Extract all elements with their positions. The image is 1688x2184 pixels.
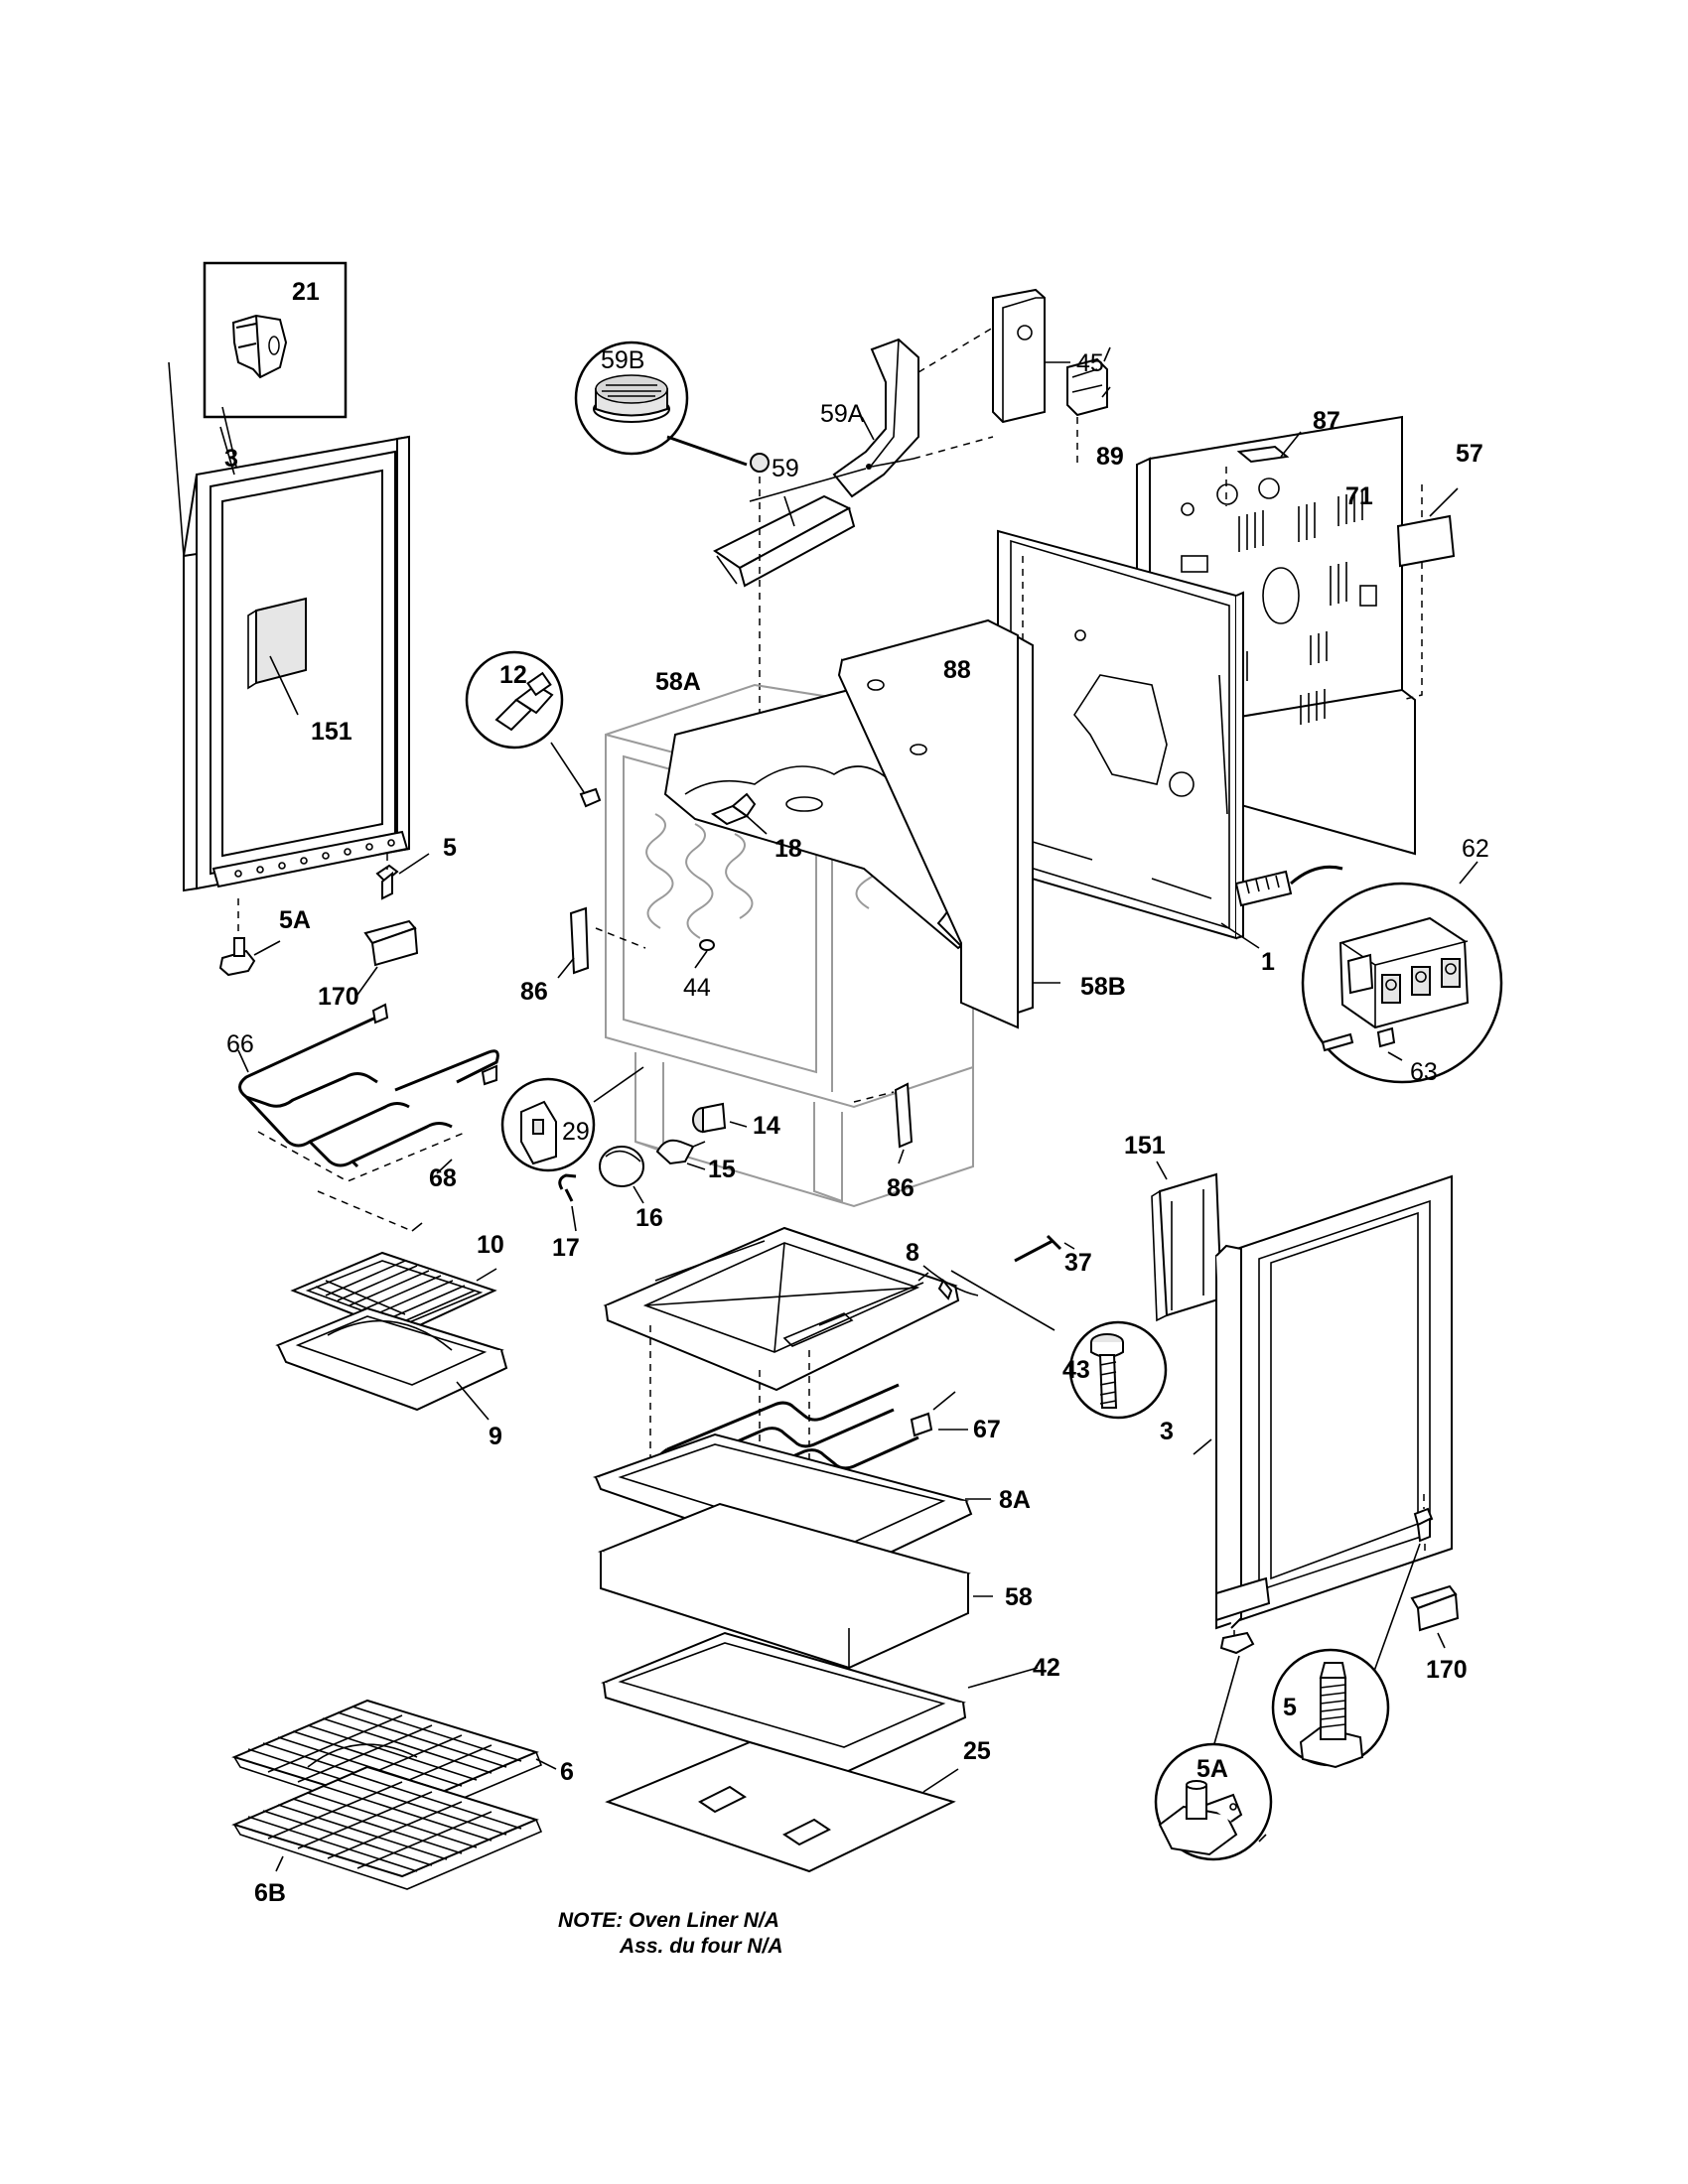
part-59-duct	[713, 494, 856, 588]
label-62: 62	[1462, 835, 1489, 863]
part-6B-oven-rack	[231, 1743, 543, 1890]
label-5A-left: 5A	[279, 906, 311, 934]
part-87-small-plate	[1236, 431, 1302, 464]
part-number-labels: 21 3 151 5 5A 170 12 58A 59B 59 59A 45 8…	[224, 278, 1489, 1907]
label-68: 68	[429, 1164, 457, 1192]
label-59A: 59A	[820, 400, 865, 428]
part-89-bracket	[1066, 346, 1111, 467]
part-1-inner-back-panel	[997, 529, 1260, 949]
part-86-right-bracket	[853, 1082, 914, 1164]
label-45: 45	[1076, 349, 1104, 377]
part-58-bottom-insulation	[598, 1502, 993, 1670]
note-line-2: Ass. du four N/A	[619, 1935, 783, 1958]
label-151-right: 151	[1124, 1132, 1166, 1160]
label-3-left: 3	[224, 445, 238, 473]
part-9-broil-pan	[275, 1306, 508, 1421]
label-29: 29	[562, 1118, 590, 1146]
note-block: NOTE: Oven Liner N/A Ass. du four N/A	[558, 1909, 783, 1958]
part-21-inset	[203, 261, 348, 419]
part-44-clip	[694, 939, 715, 969]
label-6: 6	[560, 1758, 574, 1786]
part-88-wire	[749, 436, 994, 502]
label-10: 10	[477, 1231, 504, 1259]
label-86-left: 86	[520, 978, 548, 1006]
label-170-left: 170	[318, 983, 359, 1011]
part-3-right-door	[1193, 1174, 1453, 1653]
label-86-right: 86	[887, 1174, 914, 1202]
label-37: 37	[1064, 1249, 1092, 1277]
label-12: 12	[499, 661, 527, 689]
part-18-broil-bracket	[710, 792, 768, 835]
label-67: 67	[973, 1416, 1001, 1443]
part-62-callout-circle	[1301, 882, 1503, 1084]
part-62-terminal-block	[1234, 861, 1478, 907]
part-5A-leveler-callout	[1154, 1742, 1273, 1861]
part-59B-vent-cap	[574, 341, 770, 715]
label-58A: 58A	[655, 668, 701, 696]
part-12-switch	[465, 650, 602, 808]
part-14-socket	[692, 1102, 748, 1134]
label-21: 21	[292, 278, 320, 306]
part-5-right-leg	[1367, 1494, 1434, 1689]
label-58B: 58B	[1080, 973, 1126, 1001]
part-16-lens-cover	[599, 1146, 644, 1204]
label-18: 18	[774, 835, 802, 863]
label-57: 57	[1456, 440, 1483, 468]
label-151-left: 151	[311, 718, 352, 746]
part-45-duct-box	[992, 288, 1070, 424]
label-66: 66	[226, 1030, 254, 1058]
part-43-screw-callout	[1068, 1320, 1168, 1420]
label-1: 1	[1261, 948, 1275, 976]
label-43: 43	[1062, 1356, 1090, 1384]
label-71: 71	[1345, 482, 1373, 510]
label-14: 14	[753, 1112, 780, 1140]
label-170-right: 170	[1426, 1656, 1468, 1684]
label-25: 25	[963, 1737, 991, 1765]
part-57-small-cover	[1396, 487, 1459, 568]
part-15-bulb	[655, 1139, 706, 1170]
label-63: 63	[1410, 1058, 1438, 1086]
label-58: 58	[1005, 1583, 1033, 1611]
label-8: 8	[906, 1239, 919, 1267]
part-170-right-bracket	[1410, 1584, 1460, 1649]
part-5-leveler-callout	[1271, 1648, 1390, 1769]
label-59: 59	[772, 455, 799, 482]
part-86-left-bracket	[557, 906, 646, 979]
label-15: 15	[708, 1156, 736, 1183]
label-9: 9	[489, 1423, 502, 1450]
label-6B: 6B	[254, 1879, 286, 1907]
label-17: 17	[552, 1234, 580, 1262]
label-44: 44	[683, 974, 711, 1002]
part-59A-duct-elbow	[832, 327, 994, 498]
part-66-broil-element	[237, 1003, 499, 1232]
part-37-sensor	[1014, 1234, 1075, 1263]
part-151-right-bracket	[1151, 1160, 1223, 1322]
part-5A-right-leg-base	[1212, 1631, 1255, 1748]
label-5A-right: 5A	[1196, 1755, 1228, 1783]
label-8A: 8A	[999, 1486, 1031, 1514]
label-88: 88	[943, 656, 971, 684]
label-5-right: 5	[1283, 1694, 1297, 1721]
part-6-oven-rack	[231, 1699, 557, 1823]
part-17-clip	[558, 1173, 577, 1232]
label-3-right: 3	[1160, 1418, 1174, 1445]
label-59B: 59B	[601, 346, 644, 374]
note-line-1: NOTE: Oven Liner N/A	[558, 1909, 779, 1932]
part-3-left-door	[168, 361, 410, 892]
part-5A-left-leg-base	[218, 898, 281, 977]
label-5-left: 5	[443, 834, 457, 862]
label-87: 87	[1313, 407, 1340, 435]
part-170-left-bracket	[356, 919, 419, 996]
label-89: 89	[1096, 443, 1124, 471]
part-58B-side-insulation	[837, 618, 1060, 1029]
part-25-bottom-cover	[605, 1740, 959, 1873]
label-42: 42	[1033, 1654, 1060, 1682]
label-16: 16	[635, 1204, 663, 1232]
part-29-light-socket-callout	[500, 1066, 644, 1172]
part-8-top-panel	[603, 1226, 1055, 1569]
part-5-left-leg	[375, 853, 430, 900]
